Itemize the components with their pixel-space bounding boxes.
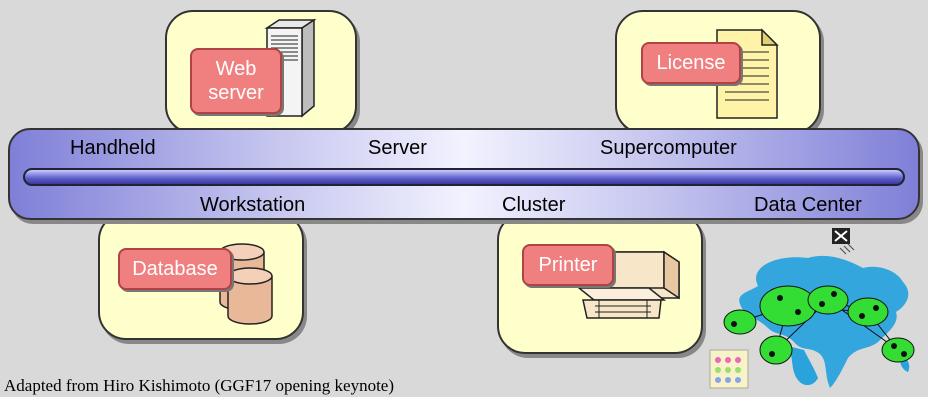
- license-label: License: [656, 52, 726, 74]
- label-handheld: Handheld: [70, 137, 156, 159]
- infrastructure-band: Handheld Server Supercomputer Workstatio…: [8, 128, 920, 220]
- database-card: Database: [98, 212, 304, 340]
- printer-label: Printer: [538, 254, 598, 276]
- source-caption: Adapted from Hiro Kishimoto (GGF17 openi…: [4, 376, 394, 395]
- label-supercomputer: Supercomputer: [600, 137, 737, 159]
- license-tag: License: [641, 42, 741, 84]
- web-server-label: Web server: [208, 58, 264, 104]
- label-server: Server: [368, 137, 427, 159]
- license-card: License: [615, 10, 821, 134]
- label-cluster: Cluster: [502, 194, 566, 216]
- printer-card: Printer: [497, 212, 703, 354]
- satellite-icon: [832, 228, 855, 255]
- printer-icon: [576, 250, 680, 319]
- infrastructure-bar: [23, 168, 905, 186]
- calendar-icon: [709, 349, 749, 389]
- label-workstation: Workstation: [200, 194, 306, 216]
- world-map-network-icon: [723, 255, 915, 388]
- web-server-tag: Web server: [190, 48, 282, 114]
- database-tag: Database: [118, 248, 232, 290]
- web-server-card: Web server: [165, 10, 357, 134]
- label-data-center: Data Center: [754, 194, 862, 216]
- printer-tag: Printer: [522, 244, 614, 286]
- database-label: Database: [132, 258, 218, 280]
